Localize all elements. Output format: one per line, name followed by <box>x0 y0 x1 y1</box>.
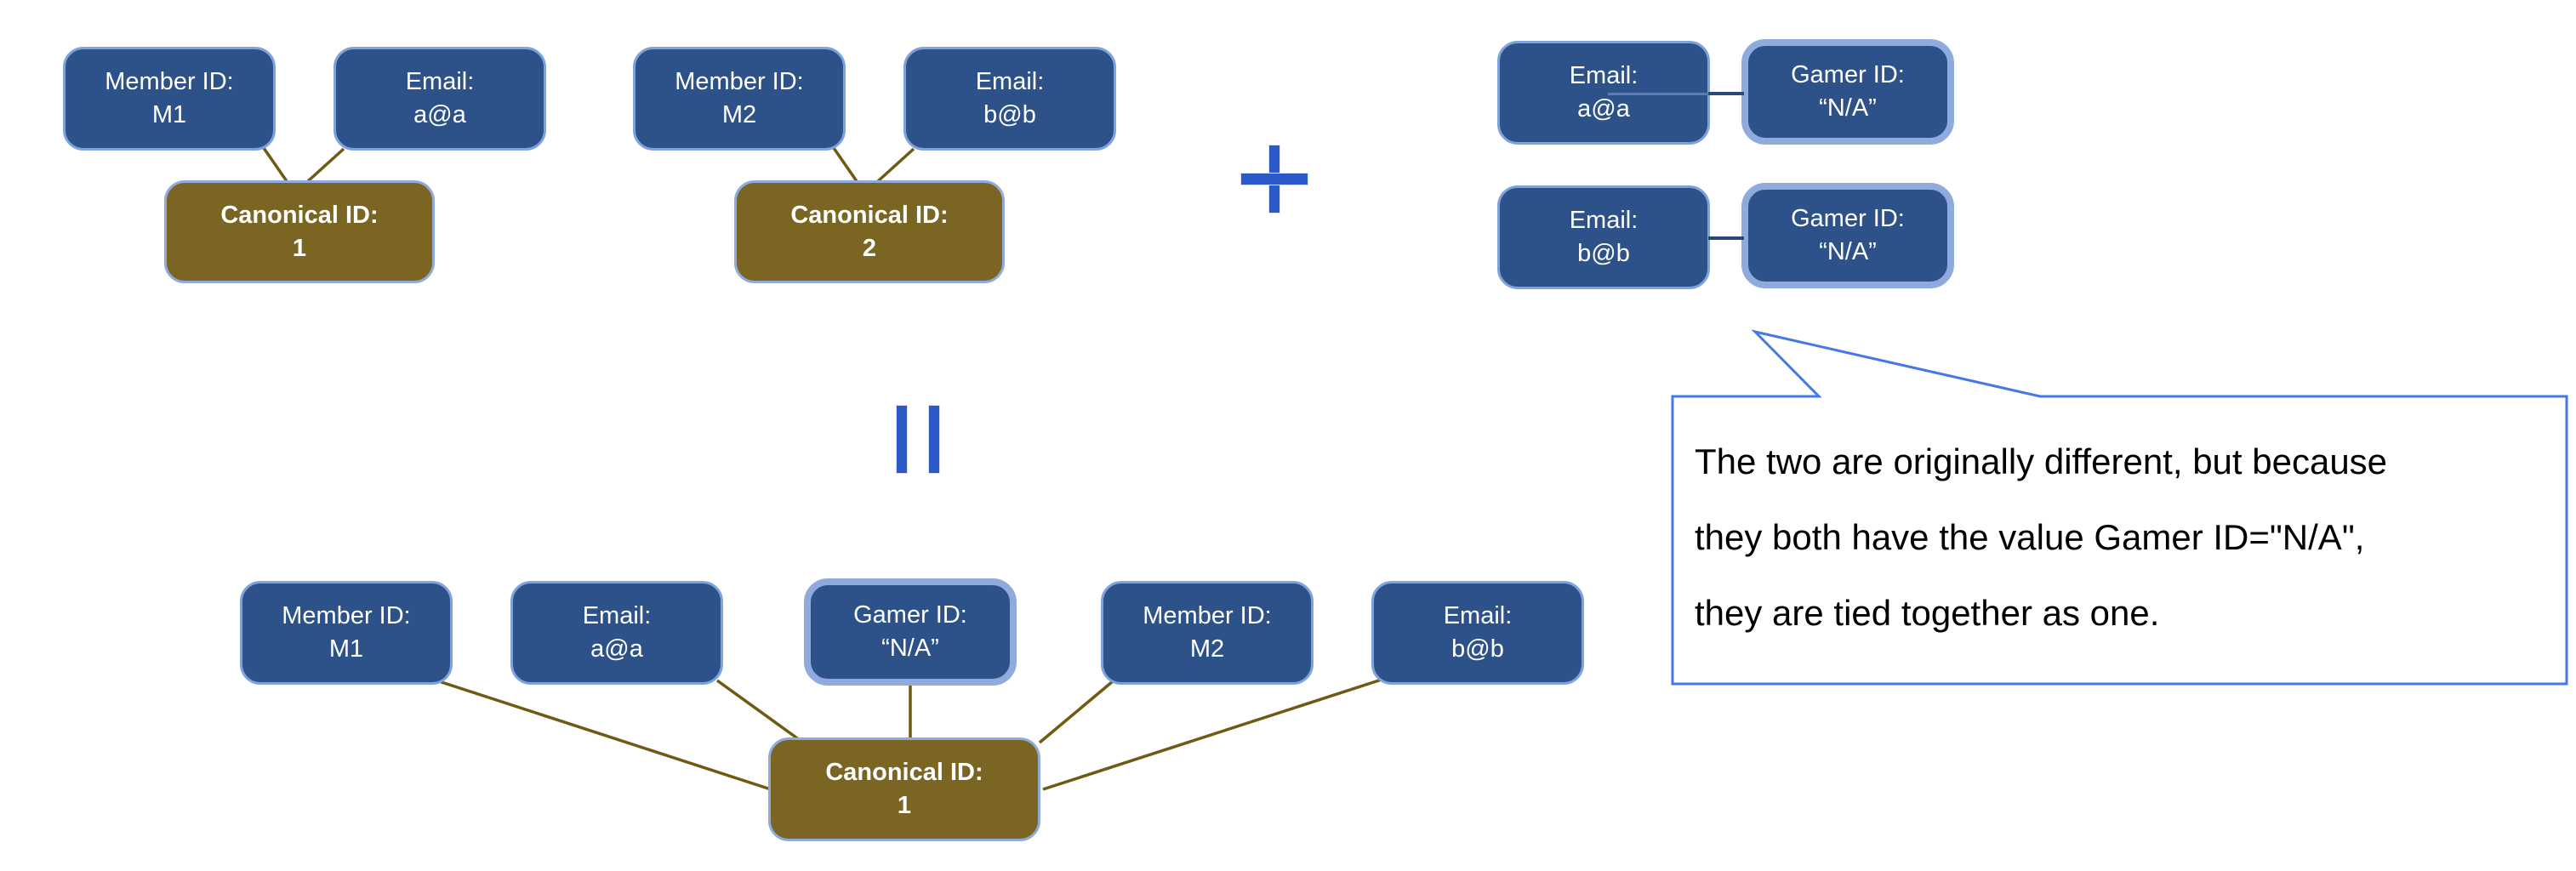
node-label: Member ID: <box>105 68 234 95</box>
node-bottom-member-id-m2: Member ID: M2 <box>1101 581 1314 685</box>
node-value: M1 <box>328 635 364 663</box>
node-value: 1 <box>897 792 912 819</box>
node-bottom-gamer-id-na: Gamer ID: “N/A” <box>804 578 1017 686</box>
node-value: M2 <box>1189 635 1225 663</box>
node-bottom-email-bb: Email: b@b <box>1371 581 1584 685</box>
node-label: Email: <box>582 602 652 629</box>
link-line-pair2 <box>1708 236 1744 240</box>
connector-bottom-m2 <box>1038 680 1114 744</box>
node-bottom-canonical-id-1: Canonical ID: 1 <box>768 737 1040 841</box>
connector-bottom-emailb <box>1042 676 1388 791</box>
node-value: a@a <box>1577 95 1630 122</box>
node-label: Gamer ID: <box>853 601 967 629</box>
node-value: M2 <box>721 101 757 128</box>
connector-emaila-canonical1 <box>306 147 345 183</box>
connector-bottom-emaila <box>715 679 801 742</box>
node-canonical-id-1: Canonical ID: 1 <box>164 180 435 283</box>
node-email-bb-pair: Email: b@b <box>1497 185 1710 289</box>
callout-annotation: The two are originally different, but be… <box>1695 424 2554 651</box>
node-gamer-id-na-1: Gamer ID: “N/A” <box>1741 39 1954 145</box>
node-label: Email: <box>405 68 475 95</box>
node-value: a@a <box>413 101 466 128</box>
node-gamer-id-na-2: Gamer ID: “N/A” <box>1741 183 1954 288</box>
node-label: Canonical ID: <box>790 201 949 229</box>
node-value: “N/A” <box>1819 238 1877 265</box>
node-value: 2 <box>862 234 877 262</box>
plus-sign-horizontal-bar <box>1240 173 1308 185</box>
node-label: Email: <box>1569 62 1638 89</box>
link-line-pair1 <box>1708 92 1744 95</box>
callout-bubble <box>1671 329 2568 686</box>
node-label: Canonical ID: <box>825 759 983 786</box>
equals-sign-bar-left <box>896 405 908 474</box>
link-line-light <box>1608 93 1712 95</box>
connector-emailb-canonical2 <box>876 147 915 183</box>
node-label: Email: <box>1569 207 1638 234</box>
connector-m2-canonical2 <box>832 147 858 182</box>
node-bottom-member-id-m1: Member ID: M1 <box>240 581 453 685</box>
node-value: b@b <box>983 101 1036 128</box>
node-label: Email: <box>1443 602 1513 629</box>
callout-line: they both have the value Gamer ID="N/A", <box>1695 517 2365 557</box>
node-label: Email: <box>975 68 1045 95</box>
node-bottom-email-aa: Email: a@a <box>510 581 723 685</box>
node-email-bb: Email: b@b <box>903 47 1116 151</box>
node-label: Member ID: <box>282 602 411 629</box>
node-label: Gamer ID: <box>1791 205 1905 232</box>
node-value: 1 <box>292 234 307 262</box>
node-value: b@b <box>1451 635 1504 663</box>
node-label: Canonical ID: <box>220 201 379 229</box>
node-value: “N/A” <box>881 635 939 662</box>
node-value: b@b <box>1577 240 1630 267</box>
connector-bottom-m1 <box>438 680 772 791</box>
node-value: a@a <box>590 635 643 663</box>
node-member-id-m2: Member ID: M2 <box>633 47 846 151</box>
node-label: Member ID: <box>1143 602 1272 629</box>
node-label: Gamer ID: <box>1791 61 1905 88</box>
node-member-id-m1: Member ID: M1 <box>63 47 276 151</box>
node-value: “N/A” <box>1819 94 1877 122</box>
callout-line: they are tied together as one. <box>1695 593 2160 633</box>
node-email-aa: Email: a@a <box>333 47 546 151</box>
node-canonical-id-2: Canonical ID: 2 <box>734 180 1005 283</box>
equals-sign-bar-right <box>928 405 940 474</box>
connector-m1-canonical1 <box>262 147 288 182</box>
node-value: M1 <box>151 101 187 128</box>
node-label: Member ID: <box>675 68 804 95</box>
callout-line: The two are originally different, but be… <box>1695 441 2388 481</box>
